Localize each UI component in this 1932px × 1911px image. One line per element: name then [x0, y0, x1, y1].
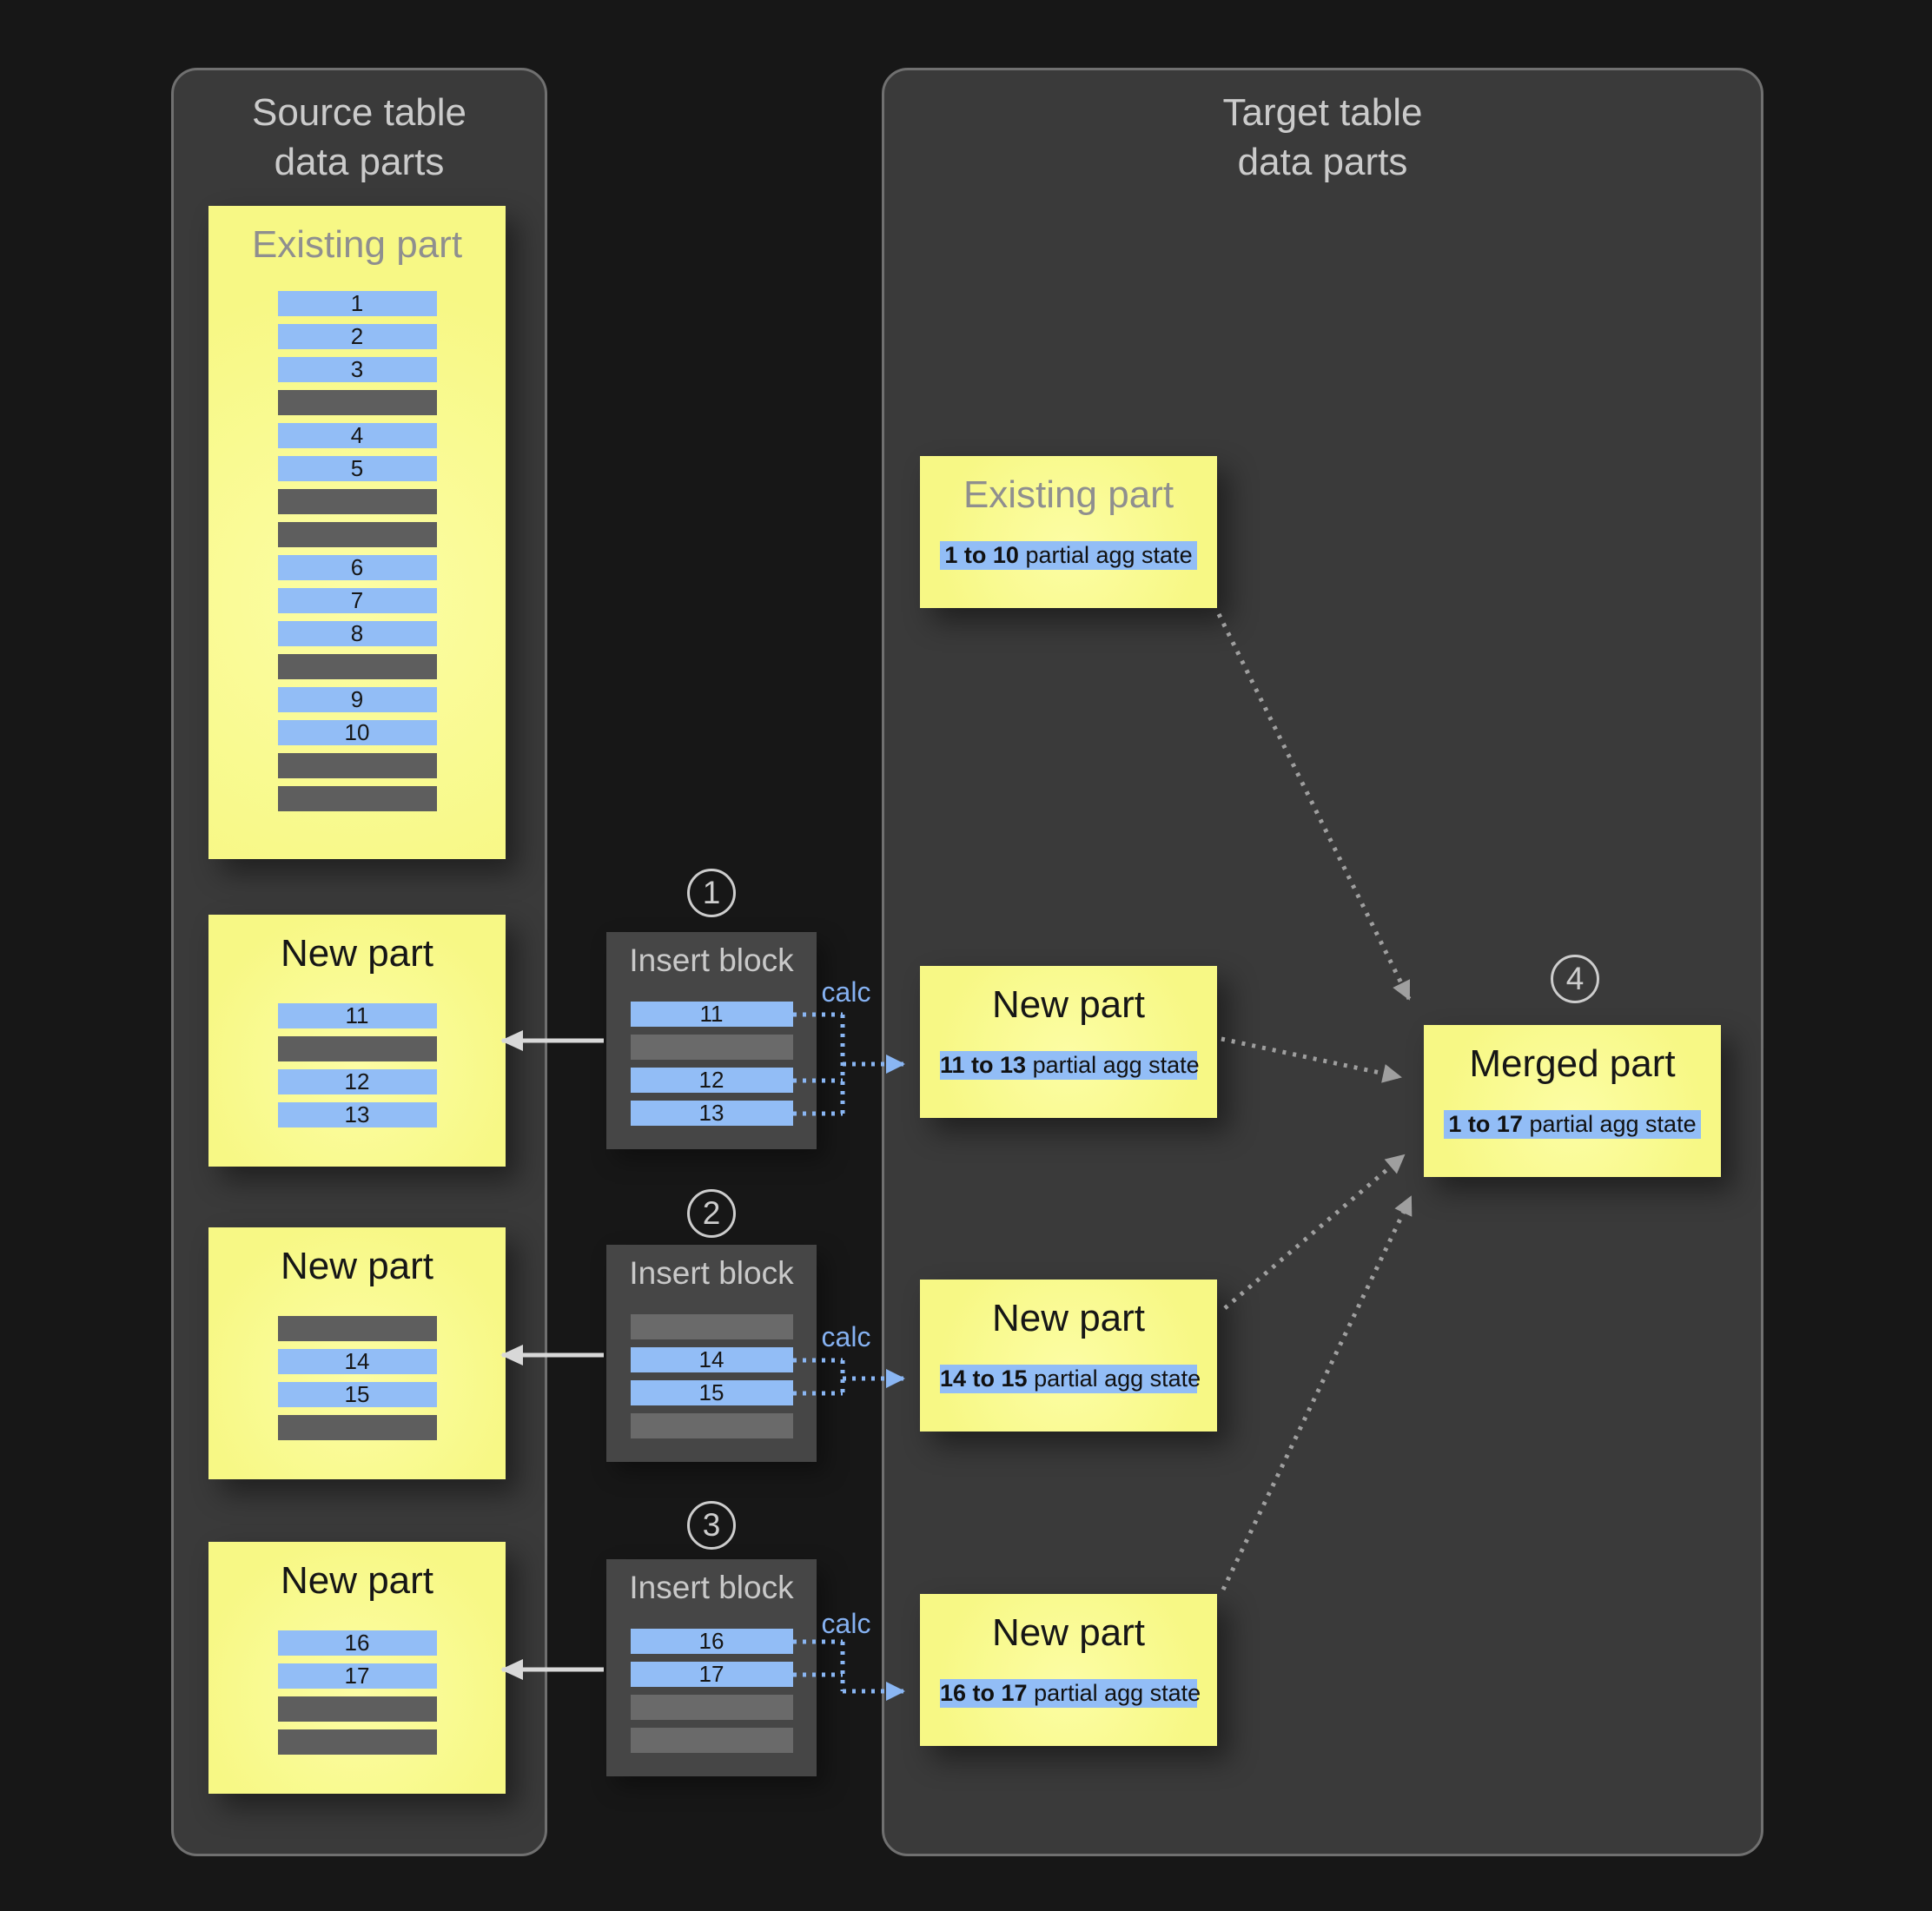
data-row: 17	[630, 1662, 793, 1687]
source-existing-part-title: Existing part	[251, 223, 463, 266]
insert-block-title: Insert block	[629, 1255, 794, 1291]
data-row: 14	[630, 1347, 793, 1372]
data-row: 9	[277, 687, 437, 712]
data-row: 10	[277, 720, 437, 745]
agg-state-bar: 1 to 10 partial agg state	[940, 541, 1197, 570]
insert-block-title: Insert block	[629, 1570, 794, 1605]
agg-label: partial agg state	[1032, 1052, 1200, 1078]
agg-range: 1 to 17	[1448, 1111, 1523, 1137]
condensed-row	[277, 1036, 437, 1061]
agg-label: partial agg state	[1529, 1111, 1697, 1137]
condensed-row	[277, 753, 437, 778]
condensed-row	[630, 1413, 793, 1438]
condensed-row	[277, 1696, 437, 1722]
condensed-row	[630, 1695, 793, 1720]
source-new-part-title: New part	[280, 932, 434, 975]
data-row: 17	[277, 1663, 437, 1689]
condensed-row	[277, 1415, 437, 1440]
insert-block-title: Insert block	[629, 942, 794, 978]
agg-range: 14 to 15	[940, 1365, 1028, 1392]
agg-label: partial agg state	[1025, 542, 1193, 568]
agg-state-bar: 1 to 17 partial agg state	[1444, 1110, 1701, 1139]
data-row: 13	[277, 1102, 437, 1127]
source-panel-title: Source table data parts	[251, 91, 467, 184]
agg-state-bar: 11 to 13 partial agg state	[940, 1051, 1200, 1080]
data-row: 13	[630, 1101, 793, 1126]
source-existing-part-box: Existing part 1 2 3 4 5 6 7 8 9 10	[208, 206, 506, 859]
source-new-part-box-1: New part 11 12 13	[208, 915, 506, 1167]
data-row: 15	[630, 1380, 793, 1405]
source-new-part-title: New part	[280, 1245, 434, 1287]
condensed-row	[277, 786, 437, 811]
step-3-badge: 3	[687, 1501, 736, 1550]
condensed-row	[277, 1729, 437, 1755]
data-row: 12	[630, 1068, 793, 1093]
source-new-part-rows: 11 12 13	[208, 1003, 506, 1135]
condensed-row	[277, 522, 437, 547]
calc-label-1: calc	[821, 976, 871, 1008]
data-row: 4	[277, 423, 437, 448]
condensed-row	[277, 1316, 437, 1341]
data-row: 11	[277, 1003, 437, 1028]
calc-label-2: calc	[821, 1321, 871, 1352]
condensed-row	[630, 1035, 793, 1060]
insert-block-1: Insert block 11 12 13	[606, 932, 817, 1149]
condensed-row	[277, 489, 437, 514]
agg-state-bar: 14 to 15 partial agg state	[940, 1365, 1201, 1393]
condensed-row	[277, 390, 437, 415]
agg-label: partial agg state	[1034, 1365, 1201, 1392]
target-table-panel: Target table data parts	[882, 68, 1763, 1856]
data-row: 11	[630, 1002, 793, 1027]
merged-part-title: Merged part	[1469, 1042, 1676, 1085]
merged-part-box: Merged part 1 to 17 partial agg state	[1424, 1025, 1721, 1177]
target-new-part-box-2: New part 14 to 15 partial agg state	[920, 1280, 1217, 1432]
insert-block-rows: 11 12 13	[606, 1002, 817, 1134]
target-new-part-box-1: New part 11 to 13 partial agg state	[920, 966, 1217, 1118]
agg-range: 1 to 10	[944, 542, 1019, 568]
source-new-part-title: New part	[280, 1559, 434, 1602]
data-row: 7	[277, 588, 437, 613]
target-new-part-title: New part	[991, 983, 1146, 1026]
data-row: 5	[277, 456, 437, 481]
agg-label: partial agg state	[1034, 1680, 1201, 1706]
data-row: 15	[277, 1382, 437, 1407]
target-new-part-box-3: New part 16 to 17 partial agg state	[920, 1594, 1217, 1746]
data-row: 2	[277, 324, 437, 349]
condensed-row	[630, 1728, 793, 1753]
step-2-badge: 2	[687, 1189, 736, 1238]
agg-state-bar: 16 to 17 partial agg state	[940, 1679, 1201, 1708]
data-row: 3	[277, 357, 437, 382]
data-row: 16	[277, 1630, 437, 1656]
data-row: 14	[277, 1349, 437, 1374]
data-row: 1	[277, 291, 437, 316]
agg-range: 11 to 13	[940, 1052, 1027, 1078]
step-1-badge: 1	[687, 869, 736, 917]
data-row: 6	[277, 555, 437, 580]
data-row: 16	[630, 1629, 793, 1654]
target-existing-part-box: Existing part 1 to 10 partial agg state	[920, 456, 1217, 608]
step-4-badge: 4	[1551, 955, 1599, 1003]
agg-range: 16 to 17	[940, 1680, 1028, 1706]
data-row: 12	[277, 1069, 437, 1094]
condensed-row	[277, 654, 437, 679]
target-new-part-title: New part	[991, 1297, 1146, 1339]
calc-label-3: calc	[821, 1608, 871, 1639]
condensed-row	[630, 1314, 793, 1339]
target-new-part-title: New part	[991, 1611, 1146, 1654]
source-existing-part-rows: 1 2 3 4 5 6 7 8 9 10	[208, 291, 506, 819]
data-row: 8	[277, 621, 437, 646]
target-existing-part-title: Existing part	[963, 473, 1174, 516]
target-panel-title: Target table data parts	[1222, 91, 1423, 184]
